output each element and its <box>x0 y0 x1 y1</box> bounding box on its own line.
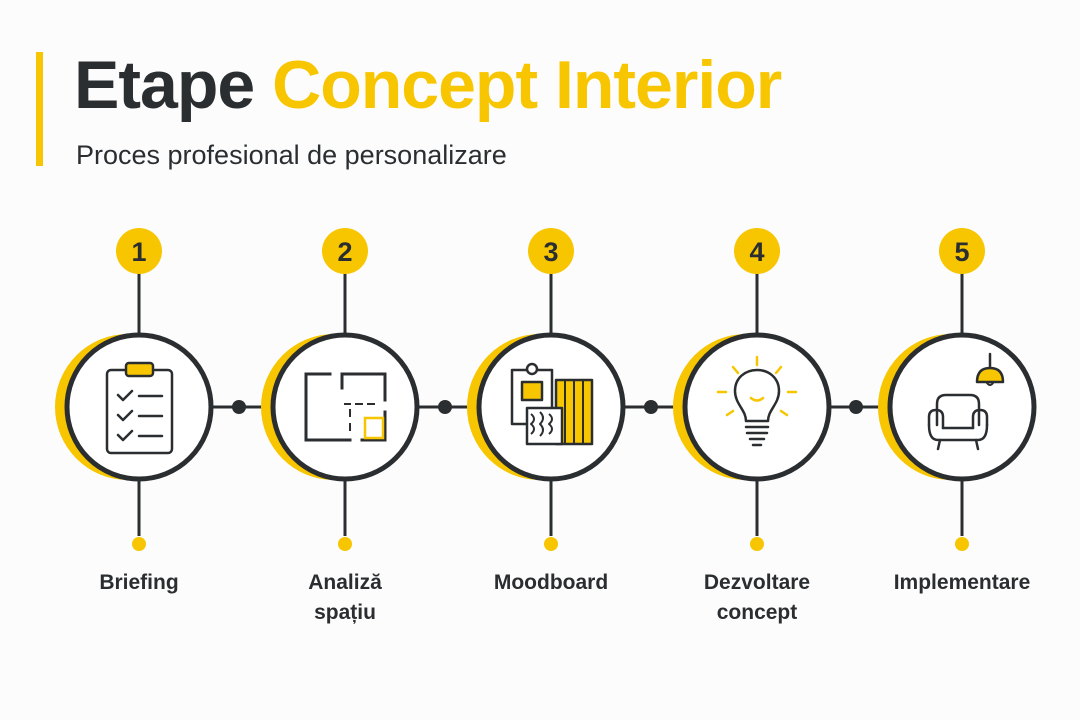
floor-plan-icon <box>304 372 387 442</box>
step-4-number: 4 <box>749 237 764 267</box>
step-3-label: Moodboard <box>493 571 609 594</box>
step-3-number: 3 <box>543 237 558 267</box>
step-4-bottom-dot <box>750 537 764 551</box>
step-2-bottom-dot <box>338 537 352 551</box>
step-2-circle <box>270 332 420 482</box>
step-5-number: 5 <box>954 237 969 267</box>
step-3-number-badge <box>528 228 574 274</box>
title-dark-word: Etape <box>74 47 255 123</box>
step-2-number: 2 <box>337 237 352 267</box>
step-5: 5 <box>878 228 1037 551</box>
page-subtitle: Proces profesional de personalizare <box>76 140 507 170</box>
clipboard-checklist-icon <box>105 361 174 455</box>
step-5-label: Implementare <box>893 571 1031 594</box>
step-2-number-badge <box>322 228 368 274</box>
title-accent-words: Concept Interior <box>272 47 782 123</box>
step-2: 2 <box>261 228 420 551</box>
step-1-circle <box>64 332 214 482</box>
step-3: 3 <box>467 228 626 551</box>
step-4-circle <box>682 332 832 482</box>
step-1-bottom-dot <box>132 537 146 551</box>
connector-dot-3 <box>644 400 658 414</box>
step-5-number-badge <box>939 228 985 274</box>
connector-dot-1 <box>232 400 246 414</box>
step-1-number-badge <box>116 228 162 274</box>
step-4-number-badge <box>734 228 780 274</box>
step-1-number: 1 <box>131 237 146 267</box>
step-5-circle <box>887 332 1037 482</box>
step-1-label: Briefing <box>99 571 179 594</box>
step-3-bottom-dot <box>544 537 558 551</box>
title-accent-bar <box>36 52 43 166</box>
connector-dot-2 <box>438 400 452 414</box>
armchair-lamp-icon <box>927 352 1005 451</box>
page-title: Etape Concept Interior <box>74 44 782 126</box>
connector-dot-4 <box>849 400 863 414</box>
step-1: 1 <box>55 228 214 551</box>
lightbulb-icon <box>716 355 798 447</box>
moodboard-swatches-icon <box>510 362 594 446</box>
step-4: 4 <box>673 228 832 551</box>
step-5-bottom-dot <box>955 537 969 551</box>
